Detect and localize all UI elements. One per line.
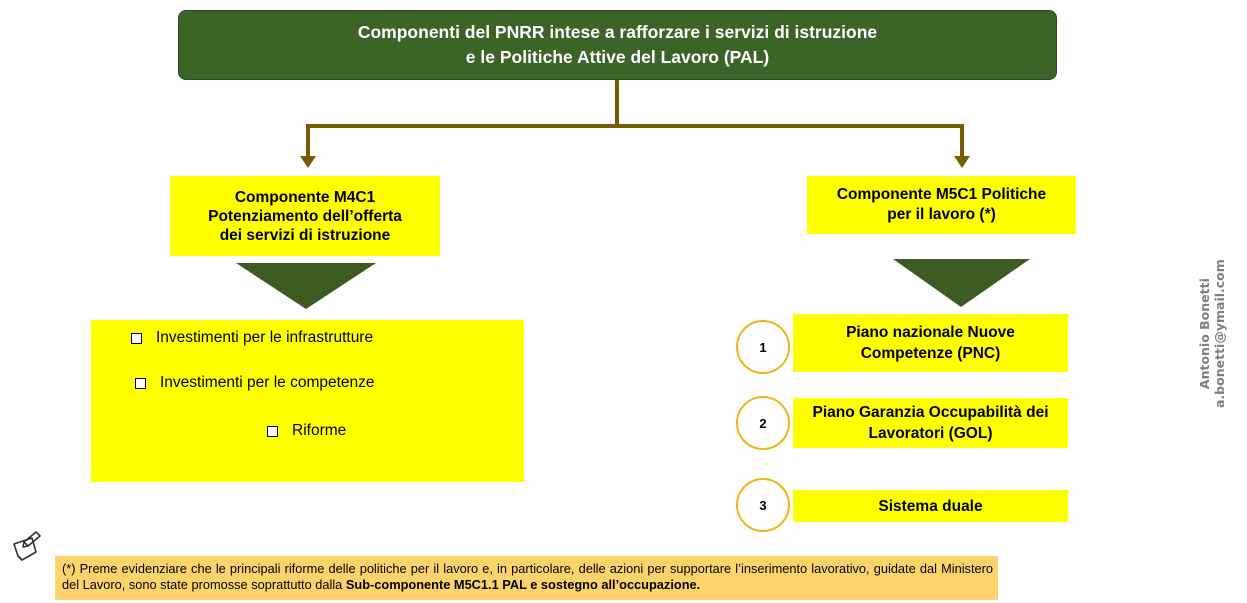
plan-box-gol: Piano Garanzia Occupabilità dei Lavorato…: [793, 398, 1068, 448]
right-heading-line: per il lavoro (*): [887, 206, 996, 223]
footnote: (*) Preme evidenziare che le principali …: [55, 556, 998, 600]
left-heading-line: Potenziamento dell’offerta: [208, 207, 402, 225]
plan-line: Competenze (PNC): [860, 345, 1001, 362]
author-name: Antonio Bonetti: [1197, 278, 1212, 390]
list-item: Riforme: [267, 422, 346, 440]
number-label: 1: [759, 339, 767, 355]
diagram-title: Componenti del PNRR intese a rafforzare …: [178, 10, 1057, 80]
footnote-bold: Sub-componente M5C1.1 PAL e sostegno all…: [345, 577, 701, 592]
checkbox-icon: [267, 425, 278, 437]
title-line-1: Componenti del PNRR intese a rafforzare …: [357, 22, 878, 42]
number-badge-1: 1: [736, 320, 790, 374]
memo-pen-icon: [13, 531, 41, 561]
title-line-2: e le Politiche Attive del Lavoro (PAL): [465, 47, 770, 67]
triangle-left: [236, 263, 376, 309]
checkbox-icon: [131, 332, 142, 344]
list-item: Investimenti per le infrastrutture: [131, 329, 373, 347]
list-item-label: Investimenti per le competenze: [160, 374, 375, 391]
m4c1-items-list: Investimenti per le infrastrutture Inves…: [91, 320, 524, 482]
right-heading-line: Componente M5C1 Politiche: [836, 186, 1047, 203]
number-badge-2: 2: [736, 396, 790, 450]
author-credit: Antonio Bonetti a.bonetti@ymail.com: [1197, 259, 1227, 408]
component-m4c1-heading: Componente M4C1 Potenziamento dell’offer…: [170, 176, 440, 256]
left-heading-line: dei servizi di istruzione: [219, 226, 391, 244]
plan-line: Sistema duale: [878, 497, 983, 515]
plan-box-duale: Sistema duale: [793, 490, 1068, 522]
number-badge-3: 3: [736, 478, 790, 532]
footnote-text: (*) Preme evidenziare che le principali …: [62, 561, 993, 592]
checkbox-icon: [135, 377, 146, 389]
list-item-label: Investimenti per le infrastrutture: [156, 329, 374, 346]
list-item: Investimenti per le competenze: [135, 374, 375, 392]
plan-line: Piano Garanzia Occupabilità dei: [812, 404, 1049, 421]
left-heading-line: Componente M4C1: [234, 188, 376, 206]
plan-line: Lavoratori (GOL): [868, 425, 993, 442]
plan-line: Piano nazionale Nuove: [846, 324, 1015, 341]
author-email: a.bonetti@ymail.com: [1212, 259, 1227, 408]
triangle-right: [893, 259, 1030, 307]
number-label: 2: [759, 415, 767, 431]
list-item-label: Riforme: [292, 422, 347, 439]
number-label: 3: [759, 497, 767, 513]
arrow-head-right: [954, 156, 970, 168]
arrow-head-left: [300, 156, 316, 168]
component-m5c1-heading: Componente M5C1 Politiche per il lavoro …: [807, 176, 1076, 234]
plan-box-pnc: Piano nazionale Nuove Competenze (PNC): [793, 314, 1068, 372]
